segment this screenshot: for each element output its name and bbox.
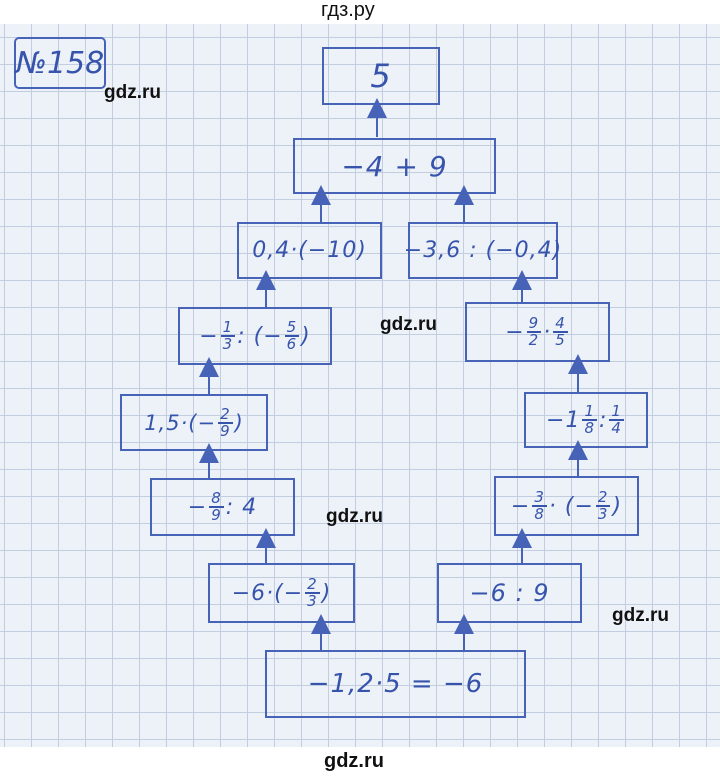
watermark: gdz.ru [326,506,383,527]
site-title: гдз.ру [321,0,375,21]
bottom-box: −1,2·5 = −6 [265,650,526,718]
watermark: gdz.ru [612,605,669,626]
problem-number: №158 [14,37,106,89]
sum-box: −4 + 9 [293,138,496,194]
watermark: gdz.ru [380,314,437,335]
footer-band [0,747,720,779]
watermark: gdz.ru [104,82,161,103]
left-top-box: 0,4·(−10) [237,222,382,279]
header-band [0,0,720,24]
root-result-box: 5 [322,47,440,105]
right-row5-box: −6 : 9 [437,563,582,623]
right-top-box: −3,6 : (−0,4) [404,222,561,279]
watermark: gdz.ru [324,750,384,772]
